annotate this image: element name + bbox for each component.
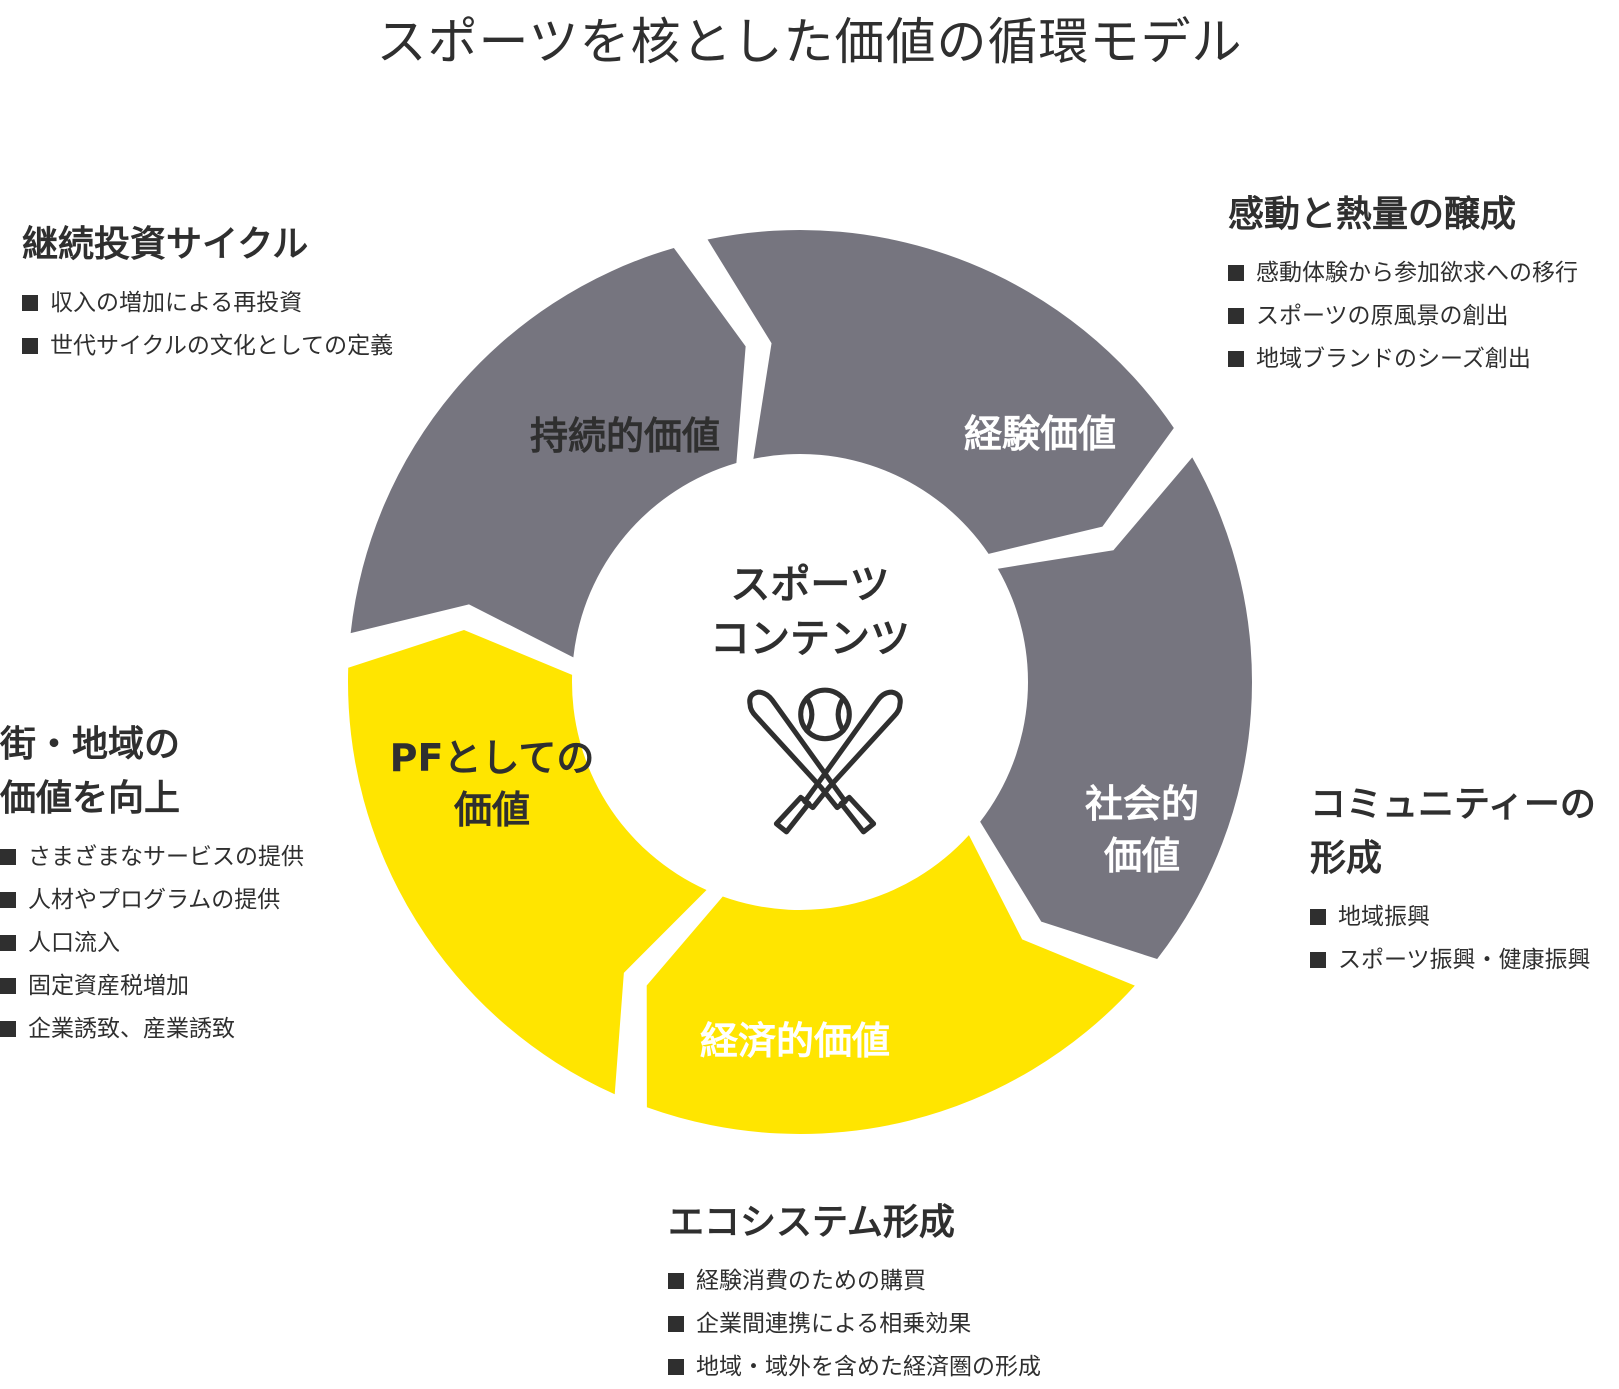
callout-heading: 街・地域の 価値を向上 <box>0 724 181 819</box>
list-item: 感動体験から参加欲求への移行 <box>1228 252 1578 295</box>
list-item: 収入の増加による再投資 <box>22 282 393 325</box>
segment-label-sustainable: 持続的価値 <box>529 414 720 458</box>
segment-label-social: 社会的 価値 <box>1084 782 1199 878</box>
list-item: 固定資産税増加 <box>0 965 304 1008</box>
list-item: 企業間連携による相乗効果 <box>668 1303 1041 1346</box>
center-label: スポーツ コンテンツ <box>710 562 910 662</box>
segment-sustainable <box>347 629 707 1095</box>
list-item: 企業誘致、産業誘致 <box>0 1008 304 1051</box>
square-bullet-icon <box>668 1273 684 1289</box>
list-item: 人材やプログラムの提供 <box>0 879 304 922</box>
square-bullet-icon <box>0 892 16 908</box>
list-item: 経験消費のための購買 <box>668 1260 1041 1303</box>
callout-heading: 感動と熱量の醸成 <box>1228 194 1517 235</box>
callout-heading: コミュニティーの 形成 <box>1310 784 1596 879</box>
square-bullet-icon <box>0 1021 16 1037</box>
list-item: 地域振興 <box>1310 896 1596 939</box>
square-bullet-icon <box>22 338 38 354</box>
callout-experience: 感動と熱量の醸成 感動体験から参加欲求への移行 スポーツの原風景の創出 地域ブラ… <box>1228 188 1578 381</box>
callout-heading: 継続投資サイクル <box>22 224 309 265</box>
callout-sustainable: 継続投資サイクル 収入の増加による再投資 世代サイクルの文化としての定義 <box>22 218 393 368</box>
list-item: 世代サイクルの文化としての定義 <box>22 325 393 368</box>
segment-economic <box>980 457 1252 960</box>
callout-social: コミュニティーの 形成 地域振興 スポーツ振興・健康振興 <box>1310 778 1596 982</box>
segment-label-platform: PFとしての 価値 <box>389 736 595 832</box>
square-bullet-icon <box>1228 308 1244 324</box>
square-bullet-icon <box>1310 952 1326 968</box>
page-title: スポーツを核とした価値の循環モデル <box>376 13 1243 71</box>
list-item: スポーツ振興・健康振興 <box>1310 939 1596 982</box>
square-bullet-icon <box>1310 909 1326 925</box>
list-item: 人口流入 <box>0 922 304 965</box>
callout-platform: 街・地域の 価値を向上 さまざまなサービスの提供 人材やプログラムの提供 人口流… <box>0 718 304 1051</box>
segment-platform <box>646 835 1135 1134</box>
callout-economic: エコシステム形成 経験消費のための購買 企業間連携による相乗効果 地域・域外を含… <box>668 1196 1041 1389</box>
segment-experience <box>350 247 746 658</box>
square-bullet-icon <box>22 295 38 311</box>
square-bullet-icon <box>0 935 16 951</box>
callout-heading: エコシステム形成 <box>668 1202 955 1243</box>
square-bullet-icon <box>668 1359 684 1375</box>
square-bullet-icon <box>0 849 16 865</box>
square-bullet-icon <box>668 1316 684 1332</box>
segment-label-economic: 経済的価値 <box>699 1019 890 1063</box>
list-item: さまざまなサービスの提供 <box>0 836 304 879</box>
segment-social <box>707 229 1174 554</box>
square-bullet-icon <box>1228 351 1244 367</box>
segment-label-experience: 経験価値 <box>963 412 1116 456</box>
list-item: 地域ブランドのシーズ創出 <box>1228 338 1578 381</box>
square-bullet-icon <box>0 978 16 994</box>
list-item: スポーツの原風景の創出 <box>1228 295 1578 338</box>
list-item: 地域・域外を含めた経済圏の形成 <box>668 1346 1041 1389</box>
square-bullet-icon <box>1228 265 1244 281</box>
baseball-bats-icon <box>747 687 903 835</box>
